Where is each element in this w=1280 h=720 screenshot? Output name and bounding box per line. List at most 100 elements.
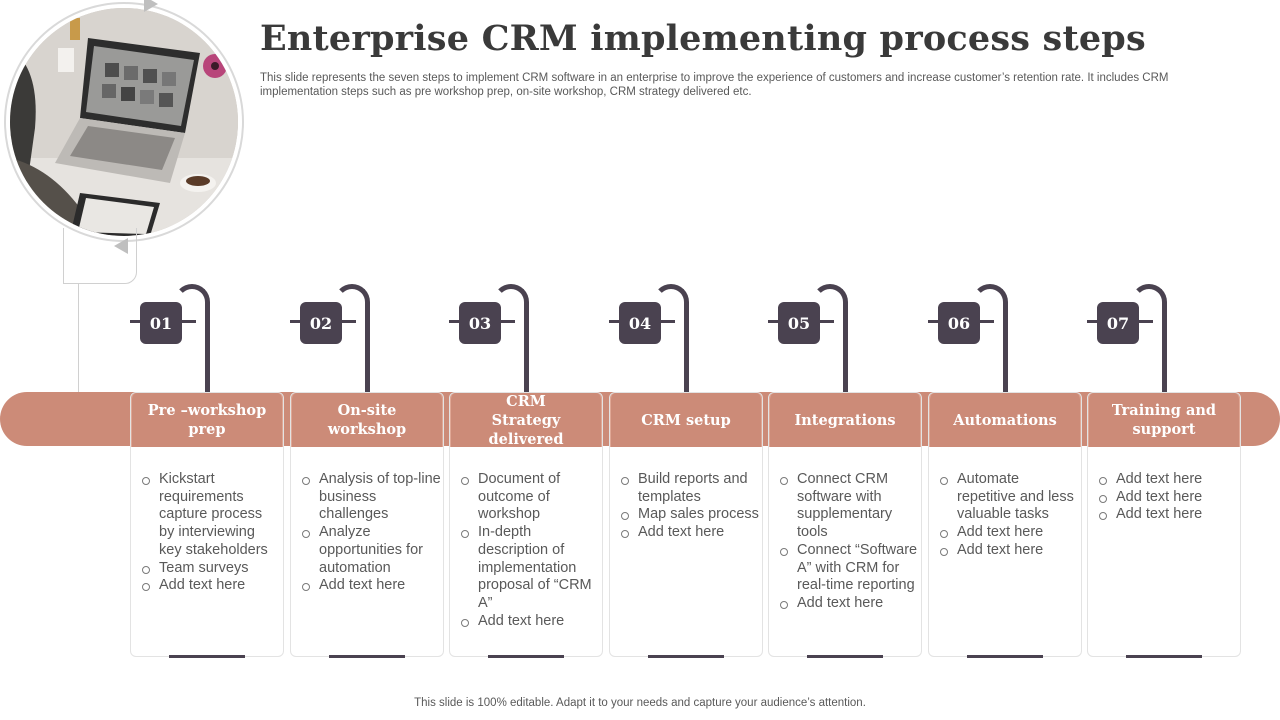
step-title: Integrations [786,411,903,430]
step-number-badge: 06 [938,302,980,344]
step-bullet-item: Add text here [1098,506,1238,524]
step-bullet-item: Add text here [1098,471,1238,489]
step-card-body: Connect CRM software with supplementary … [779,471,919,613]
step-card-body: Build reports and templatesMap sales pro… [620,471,760,542]
footer-note: This slide is 100% editable. Adapt it to… [0,697,1280,709]
step-title-line: workshop [324,420,410,439]
card-footer-bar [648,655,724,658]
page-title: Enterprise CRM implementing process step… [260,18,1146,59]
step-number-badge: 05 [778,302,820,344]
step-number-badge: 03 [459,302,501,344]
step-bullet-item: Document of outcome of workshop [460,471,600,524]
card-footer-bar [329,655,405,658]
step-title-line: Integrations [790,411,899,430]
step-title-line: Strategy delivered [455,411,597,449]
step-bullet-item: Build reports and templates [620,471,760,506]
hook-stub [180,320,196,323]
step-card-body: Kickstart requirements capture process b… [141,471,281,595]
step-card-header: Automations [929,393,1081,447]
card-footer-bar [807,655,883,658]
card-footer-bar [488,655,564,658]
step-bullet-item: Add text here [939,542,1079,560]
laptop-desk-photo [10,8,238,236]
hook-stub [659,320,675,323]
step-title-line: Pre –workshop [144,401,270,420]
step-bullet-item: Automate repetitive and less valuable ta… [939,471,1079,524]
step-hook: 07 [1087,284,1247,394]
step-title-line: CRM [455,392,597,411]
step-card-body: Analysis of top-line business challenges… [301,471,441,595]
step-hook: 05 [768,284,928,394]
step-bullet-list: Analysis of top-line business challenges… [301,471,441,595]
step-hook: 06 [928,284,1088,394]
step-title-line: CRM setup [637,411,734,430]
hook-stub [340,320,356,323]
step-number-badge: 07 [1097,302,1139,344]
decorative-connector [63,228,137,284]
step-hook: 03 [449,284,609,394]
step-title-line: Training and [1108,401,1220,420]
step-card-header: Integrations [769,393,921,447]
page-description: This slide represents the seven steps to… [260,71,1220,99]
step-title-line: prep [144,420,270,439]
step-hook: 04 [609,284,769,394]
card-footer-bar [967,655,1043,658]
step-bullet-item: In-depth description of implementation p… [460,524,600,613]
step-hook: 01 [130,284,290,394]
card-footer-bar [1126,655,1202,658]
step-bullet-item: Add text here [620,524,760,542]
step-bullet-list: Connect CRM software with supplementary … [779,471,919,613]
hero-photo [4,0,244,248]
step-bullet-list: Kickstart requirements capture process b… [141,471,281,595]
hook-stub [1137,320,1153,323]
step-bullet-item: Analysis of top-line business challenges [301,471,441,524]
step-bullet-item: Add text here [460,613,600,631]
hook-stub [499,320,515,323]
step-card-body: Automate repetitive and less valuable ta… [939,471,1079,560]
step-number-badge: 02 [300,302,342,344]
step-bullet-item: Analyze opportunities for automation [301,524,441,577]
step-card: CRMStrategy deliveredDocument of outcome… [449,392,603,657]
step-bullet-item: Add text here [141,577,281,595]
hook-stub [978,320,994,323]
step-bullet-item: Add text here [301,577,441,595]
step-hook: 02 [290,284,450,394]
decorative-connector [78,283,79,393]
step-number-badge: 01 [140,302,182,344]
step-bullet-item: Connect CRM software with supplementary … [779,471,919,542]
step-bullet-item: Map sales process [620,506,760,524]
step-bullet-item: Team surveys [141,560,281,578]
step-title-line: On-site [324,401,410,420]
step-title: CRM setup [633,411,738,430]
step-title: Automations [945,411,1064,430]
step-bullet-item: Connect “Software A” with CRM for real-t… [779,542,919,595]
step-title-line: support [1108,420,1220,439]
step-bullet-item: Add text here [939,524,1079,542]
step-bullet-item: Kickstart requirements capture process b… [141,471,281,560]
hook-stub [818,320,834,323]
step-number-badge: 04 [619,302,661,344]
ring-arrow-icon [144,0,158,12]
card-footer-bar [169,655,245,658]
step-bullet-item: Add text here [1098,489,1238,507]
step-bullet-list: Automate repetitive and less valuable ta… [939,471,1079,560]
step-bullet-item: Add text here [779,595,919,613]
